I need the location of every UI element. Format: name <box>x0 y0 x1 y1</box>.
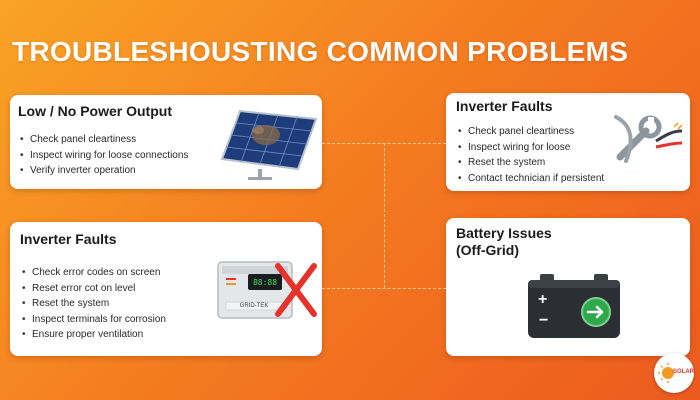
battery-minus-label: − <box>539 312 549 329</box>
inverter-faults-top-list: Check panel cleartiness Inspect wiring f… <box>458 124 604 186</box>
card-title-battery: Battery Issues (Off-Grid) <box>456 225 552 259</box>
inverter-x-icon <box>216 252 320 324</box>
wrench-wire-icon <box>612 111 684 167</box>
card-inverter-faults-top: Inverter Faults Check panel cleartiness … <box>446 93 690 191</box>
card-battery-issues: Battery Issues (Off-Grid) + − <box>446 218 690 356</box>
page-title: TROUBLESHOUSTING COMMON PROBLEMS <box>12 36 629 67</box>
inverter-device-label: GRID-TEK <box>239 303 269 309</box>
list-item: Check error codes on screen <box>22 265 166 281</box>
solar-panel-icon <box>218 105 318 183</box>
list-item: Inspect terminals for corrosion <box>22 312 166 328</box>
solar-logo-icon: SOLAR <box>654 353 694 393</box>
list-item: Check panel cleartiness <box>20 132 188 148</box>
card-title-battery-line1: Battery Issues <box>456 225 552 241</box>
inverter-faults-list: Check error codes on screen Reset error … <box>22 265 166 343</box>
card-title-inverter-faults-top: Inverter Faults <box>456 98 553 114</box>
connector-vertical <box>384 143 385 288</box>
list-item: Check panel cleartiness <box>458 124 604 140</box>
list-item: Reset the system <box>22 296 166 312</box>
inverter-display-readout: 88:88 <box>252 278 278 287</box>
low-power-list: Check panel cleartiness Inspect wiring f… <box>20 132 188 179</box>
list-item: Inspect wiring for loose <box>458 140 604 156</box>
card-inverter-faults-bottom: Inverter Faults Check error codes on scr… <box>10 222 322 356</box>
card-title-battery-line2: (Off-Grid) <box>456 241 519 258</box>
card-title-low-power: Low / No Power Output <box>18 103 172 119</box>
card-low-power: Low / No Power Output Check panel cleart… <box>10 95 322 189</box>
list-item: Reset the system <box>458 155 604 171</box>
battery-plus-label: + <box>538 291 548 308</box>
list-item: Inspect wiring for loose connections <box>20 148 188 164</box>
connector-bottom <box>322 288 446 289</box>
list-item: Ensure proper ventilation <box>22 327 166 343</box>
list-item: Reset error cot on level <box>22 281 166 297</box>
list-item: Contact technician if persistent <box>458 171 604 187</box>
battery-icon <box>526 270 622 342</box>
brand-text: SOLAR <box>673 369 694 375</box>
list-item: Verify inverter operation <box>20 163 188 179</box>
card-title-inverter-faults: Inverter Faults <box>20 231 117 247</box>
